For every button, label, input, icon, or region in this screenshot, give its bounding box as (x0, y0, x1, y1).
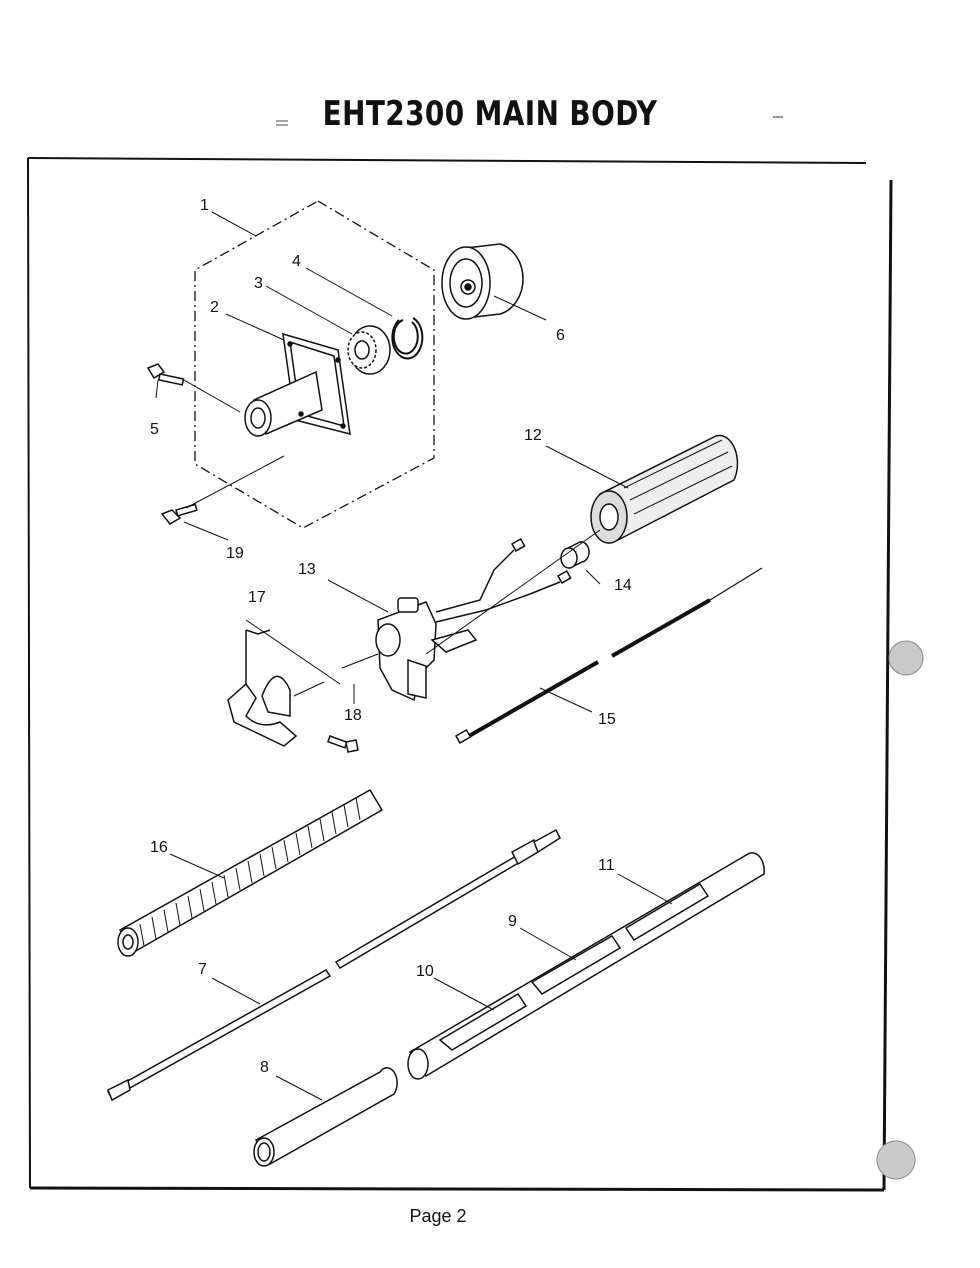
part-5-bolt (146, 363, 241, 413)
part-8-tube (253, 1067, 398, 1167)
callout-18: 18 (344, 707, 362, 724)
callout-7: 7 (198, 961, 207, 978)
callout-2: 2 (210, 299, 219, 316)
part-13-throttle-handle (375, 537, 572, 702)
callout-16: 16 (150, 839, 168, 856)
callout-17: 17 (248, 589, 266, 606)
callout-15: 15 (598, 711, 616, 728)
part-15-throttle-cable (454, 567, 763, 744)
part-3-bearing (347, 325, 391, 375)
page-number: Page 2 (409, 1206, 467, 1226)
callout-14: 14 (614, 577, 632, 594)
callout-3: 3 (254, 275, 263, 292)
callout-6: 6 (556, 327, 565, 344)
diagram-frame (27, 157, 893, 1192)
part-17-clamp (227, 629, 298, 747)
callout-11: 11 (598, 857, 615, 874)
callout-12: 12 (524, 427, 542, 444)
callout-19: 19 (226, 545, 244, 562)
part-6-clutch-drum (441, 243, 524, 320)
callout-9: 9 (508, 913, 517, 930)
callout-labels: 1 2 3 4 5 6 7 8 9 10 11 12 13 14 15 16 1… (150, 197, 632, 1076)
hole-punch-mark (888, 640, 924, 676)
part-7-drive-shaft (106, 828, 561, 1102)
callout-10: 10 (416, 963, 434, 980)
parts-9-10-11-outer-tube (407, 852, 765, 1080)
part-2-gear-case (244, 332, 351, 437)
gear-case-group-outline (194, 200, 435, 529)
part-12-foam-grip (590, 434, 739, 544)
callout-13: 13 (298, 561, 316, 578)
part-16-corrugated-tube (117, 788, 384, 957)
callout-5: 5 (150, 421, 159, 438)
callout-8: 8 (260, 1059, 269, 1076)
callout-leader-lines (155, 211, 673, 1101)
callout-1: 1 (200, 197, 209, 214)
part-19-bolt (160, 503, 198, 525)
callout-4: 4 (292, 253, 301, 270)
part-4-snap-ring (391, 317, 424, 360)
page-title: EHT2300 MAIN BODY (322, 94, 658, 134)
hole-punch-mark (876, 1140, 916, 1180)
part-18-bolt (326, 735, 359, 753)
